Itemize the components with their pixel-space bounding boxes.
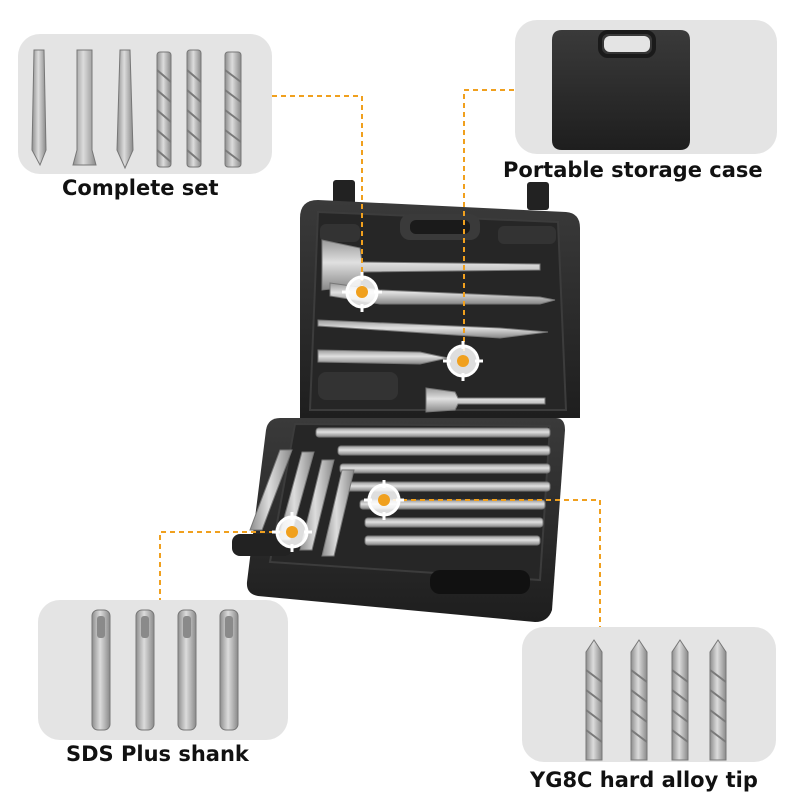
target-marker-icon: [342, 272, 382, 312]
target-marker-icon: [364, 480, 404, 520]
alloy-tip-panel: [522, 627, 776, 762]
target-marker-icon: [272, 512, 312, 552]
closed-case-image: [552, 30, 690, 150]
alloy-tip-image: [585, 639, 727, 761]
sds-shank-label: SDS Plus shank: [66, 742, 249, 766]
sds-shank-image: [91, 609, 239, 731]
target-marker-icon: [443, 341, 483, 381]
storage-case-label: Portable storage case: [503, 158, 763, 182]
lid-chisels: [317, 239, 556, 413]
complete-set-label: Complete set: [62, 176, 219, 200]
alloy-tip-label: YG8C hard alloy tip: [530, 768, 758, 792]
chisel-set-image: [31, 49, 242, 170]
sds-shank-panel: [38, 600, 288, 740]
connector-lines: [159, 89, 601, 627]
